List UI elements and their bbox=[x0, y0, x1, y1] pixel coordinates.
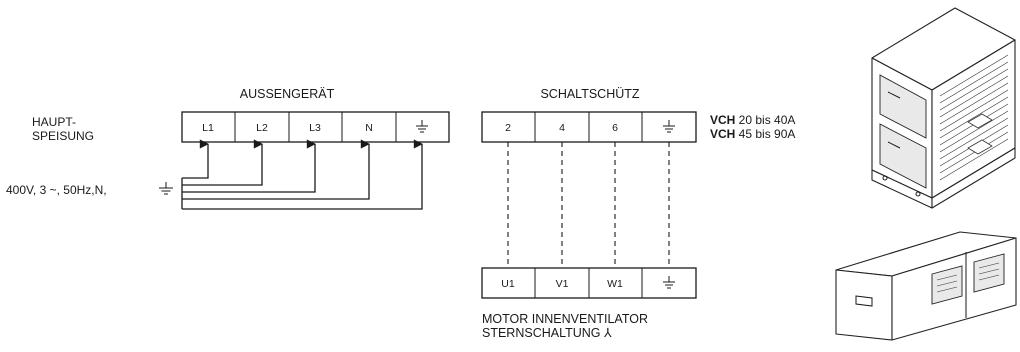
motor-terminal-U1: U1 bbox=[501, 278, 515, 290]
supply-label-line1: HAUPT- bbox=[32, 115, 76, 129]
motor-ground-icon bbox=[663, 276, 675, 289]
outdoor-unit-title: AUSSENGERÄT bbox=[240, 87, 335, 101]
model-2-name: VCH bbox=[710, 127, 735, 141]
terminal-L3: L3 bbox=[309, 122, 321, 134]
indoor-unit-illustration bbox=[835, 231, 1017, 341]
contactor-terminal-block bbox=[481, 111, 697, 143]
model-1-name: VCH bbox=[710, 113, 735, 127]
contactor-terminal-2: 2 bbox=[505, 122, 511, 134]
terminal-L1: L1 bbox=[202, 122, 214, 134]
supply-wires bbox=[181, 139, 423, 210]
motor-terminal-block bbox=[481, 267, 697, 299]
contactor-terminal-6: 6 bbox=[612, 122, 618, 134]
model-1-range: 20 bis 40A bbox=[735, 113, 795, 127]
contactor-to-motor-wires bbox=[507, 142, 670, 268]
motor-terminal-V1: V1 bbox=[556, 278, 569, 290]
supply-label-line2: SPEISUNG bbox=[32, 129, 94, 143]
contactor-title: SCHALTSCHÜTZ bbox=[540, 87, 639, 101]
model-line-1: VCH 20 bis 40A bbox=[710, 113, 795, 127]
outdoor-unit-illustration bbox=[871, 7, 1016, 209]
motor-label-line2: STERNSCHALTUNG ⅄ bbox=[482, 326, 612, 340]
model-line-2: VCH 45 bis 90A bbox=[710, 127, 795, 141]
contactor-ground-icon bbox=[663, 120, 675, 133]
outdoor-terminal-block bbox=[181, 111, 450, 143]
model-2-range: 45 bis 90A bbox=[735, 127, 795, 141]
terminal-N: N bbox=[365, 122, 373, 134]
contactor-terminal-4: 4 bbox=[559, 122, 565, 134]
motor-terminal-W1: W1 bbox=[607, 278, 623, 290]
supply-ground-icon bbox=[159, 182, 173, 195]
terminal-L2: L2 bbox=[256, 122, 268, 134]
supply-spec: 400V, 3 ~, 50Hz,N, bbox=[6, 183, 107, 197]
motor-label-line1: MOTOR INNENVENTILATOR bbox=[482, 312, 648, 326]
outdoor-terminal-ground-icon bbox=[416, 120, 428, 133]
